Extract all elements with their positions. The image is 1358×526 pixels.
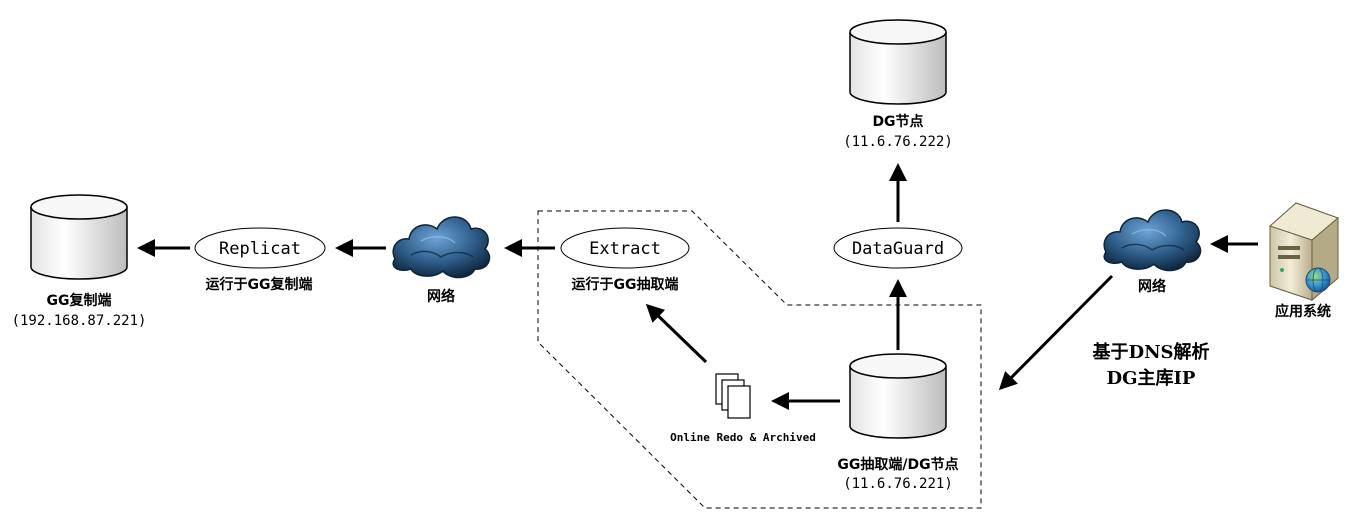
- gg-extract-dg-database: [849, 353, 947, 439]
- redo-log-files-icon: [715, 373, 751, 419]
- dg-node-name: DG节点: [872, 113, 923, 130]
- network-left-label: 网络: [427, 288, 455, 305]
- network-left-cloud-icon: [392, 216, 491, 279]
- gg-extract-boundary: [537, 210, 982, 509]
- dataguard-process: [833, 227, 963, 269]
- gg-replicat-name: GG复制端: [47, 292, 112, 309]
- arrow-redo-to-extract: [645, 303, 708, 364]
- gg-replicat-database: [30, 194, 128, 280]
- extract-process: [560, 227, 690, 269]
- network-right-label: 网络: [1138, 278, 1166, 295]
- gg-extract-dg-ip: (11.6.76.221): [843, 476, 953, 492]
- dns-note-line1: 基于DNS解析: [1091, 341, 1209, 363]
- arrow-network-to-primary: [998, 274, 1114, 391]
- dg-node-ip: (11.6.76.222): [843, 134, 953, 150]
- gg-replicat-ip: (192.168.87.221): [12, 313, 147, 329]
- app-system-label: 应用系统: [1275, 303, 1331, 320]
- dns-note-line2: DG主库IP: [1107, 367, 1196, 389]
- network-right-cloud-icon: [1103, 209, 1202, 272]
- dg-node-database: [849, 19, 947, 105]
- redo-log-label: Online Redo & Archived: [670, 431, 816, 444]
- replicat-label: Replicat: [219, 239, 301, 259]
- app-server-icon: [1269, 202, 1339, 302]
- gg-extract-dg-name: GG抽取端/DG节点: [837, 456, 958, 473]
- replicat-caption: 运行于GG复制端: [206, 276, 313, 293]
- dataguard-label: DataGuard: [852, 239, 944, 259]
- globe-icon: [1305, 267, 1331, 293]
- extract-caption: 运行于GG抽取端: [572, 276, 679, 293]
- replicat-process: [194, 227, 326, 269]
- extract-label: Extract: [589, 239, 661, 259]
